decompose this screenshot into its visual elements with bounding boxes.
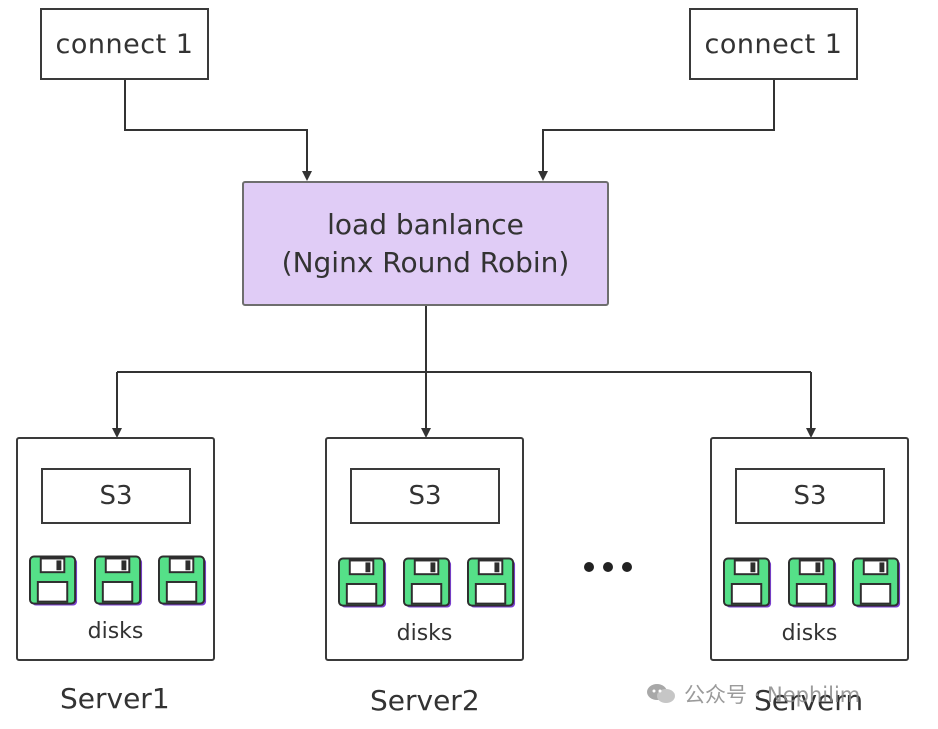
s3-box: S3 [735, 468, 885, 524]
disk-row [338, 557, 518, 611]
ellipsis-dot [603, 562, 613, 572]
client-label: connect 1 [55, 28, 194, 60]
server-name: Servern [754, 684, 864, 717]
load-balancer-box: load banlance (Nginx Round Robin) [242, 181, 609, 306]
server-name: Server1 [60, 682, 170, 715]
server-box-n: S3 disks [710, 437, 909, 661]
ellipsis-dot [622, 562, 632, 572]
disks-label: disks [781, 621, 838, 646]
client-label: connect 1 [704, 28, 843, 60]
s3-label: S3 [99, 481, 133, 511]
floppy-disk-icon [788, 557, 839, 611]
s3-box: S3 [41, 468, 191, 524]
connector-left [124, 80, 312, 181]
floppy-disk-icon [852, 557, 903, 611]
client-box-left: connect 1 [40, 8, 209, 80]
client-box-right: connect 1 [689, 8, 858, 80]
server-name: Server2 [370, 684, 480, 717]
disk-row [29, 555, 209, 609]
load-balancer-title: load banlance [327, 207, 524, 241]
connector-right [538, 80, 775, 181]
load-balancer-subtitle: (Nginx Round Robin) [281, 245, 570, 279]
watermark-text: 公众号 · Nephilim [684, 683, 861, 707]
wechat-icon [647, 684, 675, 703]
more-servers-ellipsis [584, 562, 632, 572]
floppy-disk-icon [94, 555, 145, 609]
disks-label: disks [396, 621, 453, 646]
s3-label: S3 [793, 481, 827, 511]
ellipsis-dot [584, 562, 594, 572]
server-box-2: S3 disks [325, 437, 524, 661]
floppy-disk-icon [403, 557, 454, 611]
server-box-1: S3 disks [16, 437, 215, 661]
floppy-disk-icon [158, 555, 209, 609]
watermark: 公众号 · Nephilim [646, 679, 860, 709]
disk-row [723, 557, 903, 611]
floppy-disk-icon [338, 557, 389, 611]
floppy-disk-icon [29, 555, 80, 609]
floppy-disk-icon [723, 557, 774, 611]
s3-label: S3 [408, 481, 442, 511]
disks-label: disks [87, 619, 144, 644]
floppy-disk-icon [467, 557, 518, 611]
s3-box: S3 [350, 468, 500, 524]
